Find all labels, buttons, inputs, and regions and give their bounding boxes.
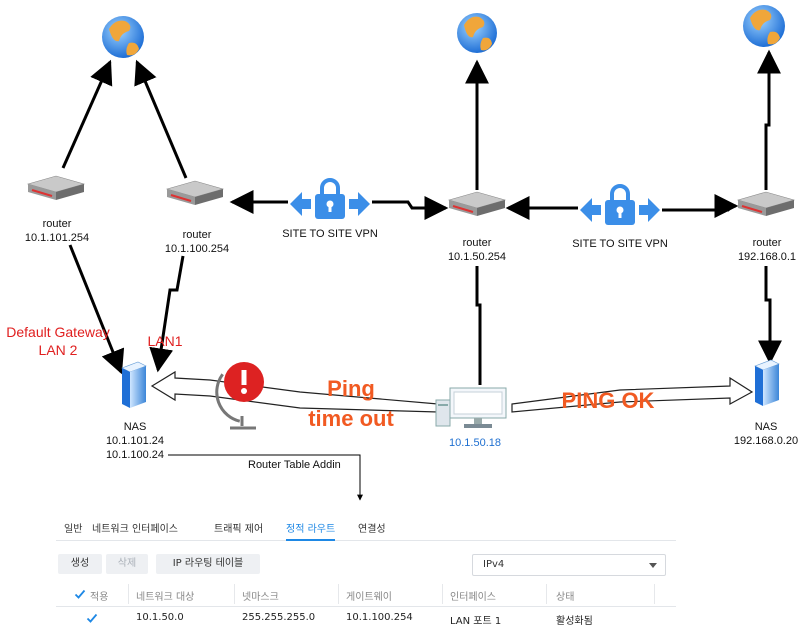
nas-left-title: NAS [124,421,147,433]
vpn-link-right [505,194,739,220]
router-label: router [43,218,72,230]
route-table-header: 적용 네트워크 대상 넷마스크 게이트웨이 인터페이스 상태 [56,582,676,607]
nas-right-title: NAS [755,421,778,433]
tab-general[interactable]: 일반 [64,524,83,535]
column-divider [546,584,547,604]
tab-connectivity[interactable]: 연결성 [358,524,386,535]
vpn-link-left [229,190,449,220]
column-interface[interactable]: 인터페이스 [450,592,496,603]
lan2-label: LAN 2 [39,342,78,358]
delete-button[interactable]: 삭제 [106,554,148,574]
ping-fail-arrow [150,370,439,413]
lan1-label: LAN1 [147,333,182,349]
error-globe-icon [215,362,264,430]
router-table-addin-label: Router Table Addin [248,459,341,471]
protocol-select-value: IPv4 [483,559,505,570]
internet-globe-icon [743,5,785,47]
router-icon [447,191,507,216]
column-divider [654,584,655,604]
nas-left-ip2: 10.1.100.24 [106,449,164,461]
create-button[interactable]: 생성 [58,554,102,574]
ping-ok-label: PING OK [562,388,655,413]
cell-netmask: 255.255.255.0 [242,612,316,623]
ping-ok-arrow [511,376,754,413]
column-status[interactable]: 상태 [556,592,575,603]
router-table-connector [168,454,363,501]
router-icon [165,180,225,205]
tab-static-route[interactable]: 정적 라우트 [286,520,336,541]
select-all-checkbox[interactable] [74,588,86,600]
table-row[interactable]: 10.1.50.0 255.255.255.0 10.1.100.254 LAN… [56,606,676,630]
vpn-label-right: SITE TO SITE VPN [572,238,668,250]
column-netmask[interactable]: 넷마스크 [242,592,279,603]
router-ip: 10.1.101.254 [25,232,89,244]
vpn-lock-icon [290,178,370,219]
nas-icon [121,361,147,408]
router-label: router [463,237,492,249]
router-icon [26,175,86,200]
column-divider [442,584,443,604]
router-ip: 10.1.100.254 [165,243,229,255]
tab-network-interface[interactable]: 네트워크 인터페이스 [92,524,178,535]
column-divider [338,584,339,604]
cell-destination: 10.1.50.0 [136,612,184,623]
router-ip: 10.1.50.254 [448,251,506,263]
tab-traffic-control[interactable]: 트래픽 제어 [214,524,264,535]
client-pc-icon [435,387,507,428]
nas-right-ip: 192.168.0.20 [734,435,798,447]
column-destination[interactable]: 네트워크 대상 [136,592,195,603]
tab-bar: 일반 네트워크 인터페이스 트래픽 제어 정적 라우트 연결성 [56,510,676,541]
internet-globe-icon [457,13,497,53]
lan-links [68,244,782,385]
router-icon [736,191,796,216]
row-applied-checkbox[interactable] [86,612,98,624]
client-ip: 10.1.50.18 [449,437,501,449]
chevron-down-icon [649,563,657,568]
ping-timeout-line1: Ping [327,376,375,401]
default-gateway-label: Default Gateway [6,324,110,340]
router-label: router [753,237,782,249]
router-ip: 192.168.0.1 [738,251,796,263]
column-divider [128,584,129,604]
column-gateway[interactable]: 게이트웨이 [346,592,392,603]
cell-status: 활성화됨 [556,616,593,627]
ping-timeout-line2: time out [308,406,394,431]
uplink-arrows [61,49,781,190]
cell-gateway: 10.1.100.254 [346,612,413,623]
protocol-select[interactable]: IPv4 [472,554,666,576]
vpn-label-left: SITE TO SITE VPN [282,228,378,240]
static-route-panel: 일반 네트워크 인터페이스 트래픽 제어 정적 라우트 연결성 생성 삭제 IP… [56,510,676,641]
router-label: router [183,229,212,241]
cell-interface: LAN 포트 1 [450,616,502,627]
ip-routing-table-button[interactable]: IP 라우팅 테이블 [156,554,260,574]
nas-left-ip1: 10.1.101.24 [106,435,164,447]
column-applied[interactable]: 적용 [90,592,109,603]
column-divider [234,584,235,604]
vpn-lock-icon [580,184,660,225]
nas-icon [754,359,780,406]
internet-globe-icon [102,16,144,58]
